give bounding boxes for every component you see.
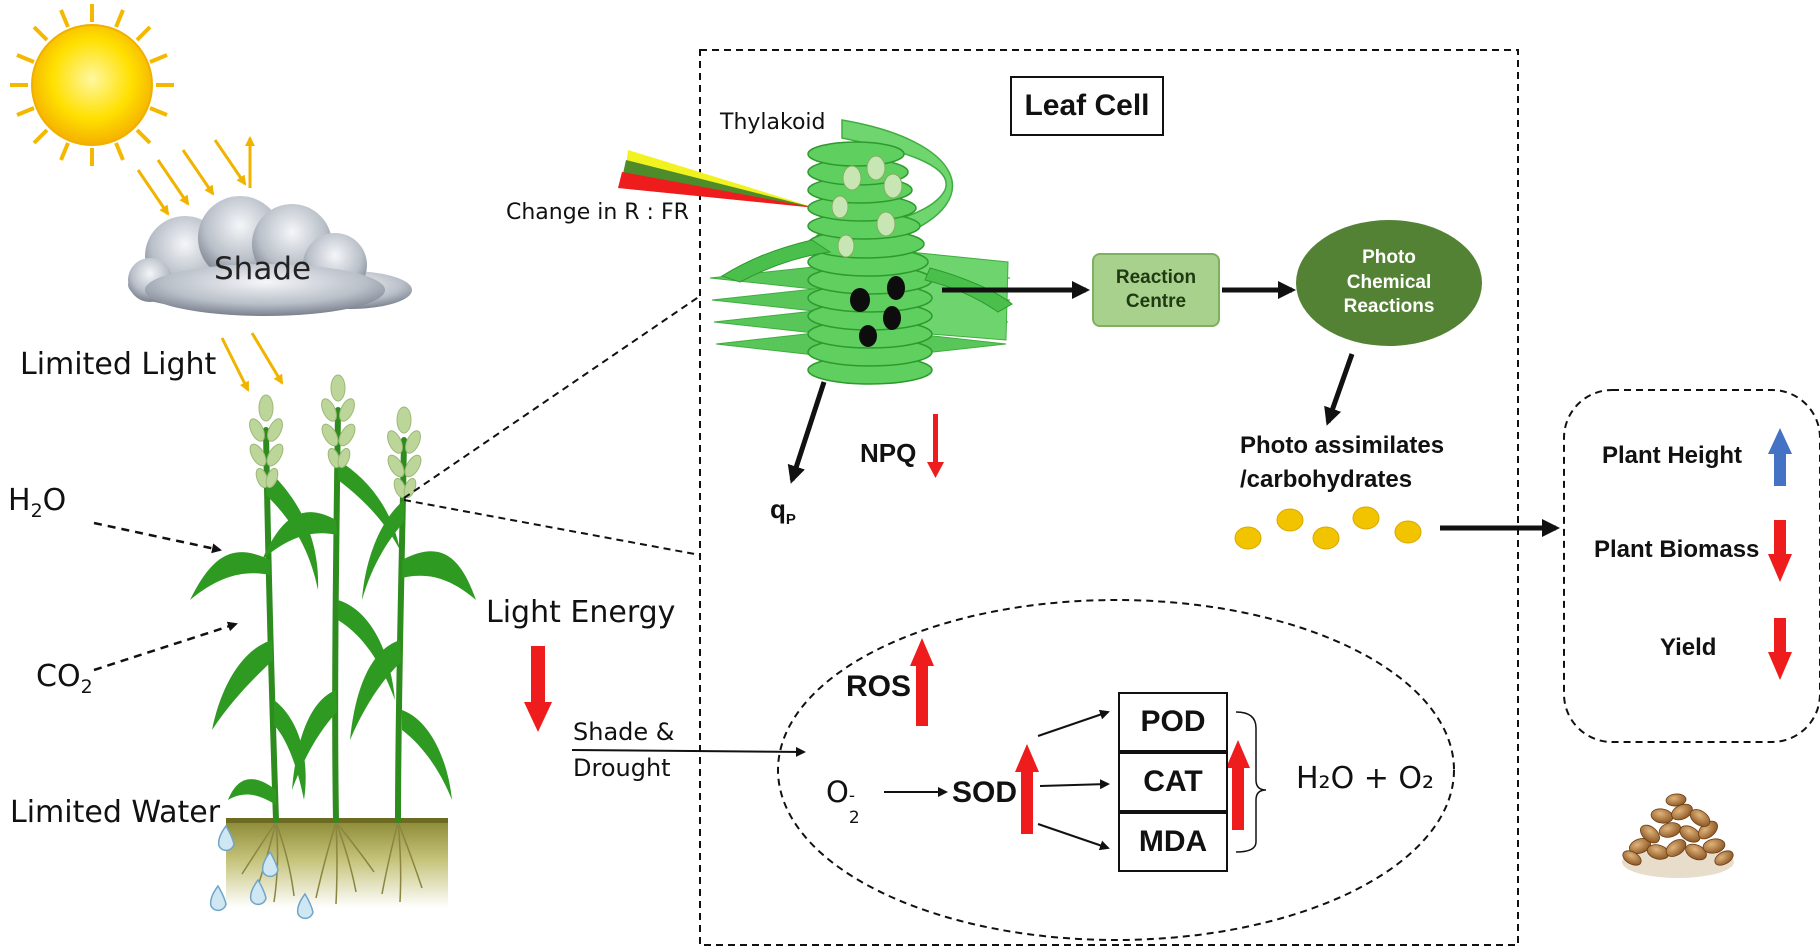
plant-biomass-down-arrow — [1768, 520, 1792, 582]
superoxide-label: O-2 — [826, 775, 861, 827]
shade-drought-label-2: Drought — [573, 754, 671, 782]
sod-up-arrow — [1015, 744, 1039, 834]
limited-light-label: Limited Light — [20, 347, 217, 382]
yield-label: Yield — [1660, 634, 1717, 661]
plant-height-up-arrow — [1768, 428, 1792, 486]
co2-base: CO — [36, 659, 81, 694]
results-box — [1563, 389, 1820, 743]
sun-icon — [10, 4, 174, 166]
pcr-line-2: Chemical — [1346, 271, 1432, 293]
qp-sub: P — [785, 511, 796, 529]
shade-drought-arrow — [571, 746, 806, 757]
yield-down-arrow — [1768, 618, 1792, 680]
photochemical-reactions-ellipse: Photo Chemical Reactions — [1296, 220, 1482, 346]
seed-head — [249, 394, 284, 489]
mda-box: MDA — [1118, 812, 1228, 872]
h2o-base: H — [8, 483, 31, 518]
wheat-grain-icon — [1622, 793, 1734, 878]
enzymes-up-arrow — [1226, 740, 1250, 830]
water-oxygen-product: H₂O + O₂ — [1296, 761, 1435, 796]
shade-label: Shade — [214, 251, 312, 287]
qp-base: q — [770, 494, 786, 524]
h2o-sub: 2 — [30, 500, 43, 522]
leaf-cell-box — [699, 49, 1519, 946]
seed-head — [387, 406, 422, 499]
light-energy-arrow — [524, 646, 552, 732]
change-rfr-label: Change in R : FR — [506, 200, 689, 225]
limited-water-label: Limited Water — [10, 795, 221, 830]
pcr-line-3: Reactions — [1343, 296, 1435, 318]
reaction-centre-line-2: Centre — [1125, 291, 1187, 312]
qp-label: qP — [770, 496, 796, 527]
assimilates-label-1: Photo assimilates — [1240, 432, 1445, 459]
h2o-label: H2O — [8, 486, 66, 521]
leaf-cell-title: Leaf Cell — [1010, 76, 1164, 136]
npq-down-arrow — [927, 414, 944, 478]
co2-label: CO2 — [36, 662, 93, 697]
light-energy-label: Light Energy — [486, 595, 676, 630]
assimilates-label-2: /carbohydrates — [1240, 466, 1413, 493]
cloud-icon — [128, 196, 412, 316]
ros-up-arrow — [910, 638, 934, 726]
h2o-tail: O — [42, 483, 67, 518]
water-drop-icon — [209, 824, 314, 920]
shade-drought-label-1: Shade & — [573, 718, 675, 746]
limited-light-arrows — [220, 332, 284, 392]
reaction-centre-line-1: Reaction — [1115, 267, 1197, 289]
enzymes-bracket — [1235, 711, 1267, 853]
light-spectrum-wedges — [618, 150, 816, 208]
assimilate-dots — [1234, 506, 1422, 550]
pod-box: POD — [1118, 692, 1228, 752]
thylakoid-icon — [709, 119, 1013, 385]
cat-box: CAT — [1118, 752, 1228, 812]
plant-height-label: Plant Height — [1602, 442, 1743, 469]
o2-base: O — [826, 775, 849, 809]
thylakoid-label: Thylakoid — [720, 110, 826, 135]
ros-ellipse — [777, 599, 1455, 941]
reaction-centre-box: Reaction Centre — [1092, 253, 1220, 327]
pcr-line-1: Photo — [1362, 246, 1416, 268]
sod-label: SOD — [952, 776, 1018, 809]
crop-plant-icon — [190, 374, 476, 908]
input-arrows — [93, 521, 238, 672]
o2-sub: 2 — [848, 808, 860, 828]
sunlight-arrows — [136, 136, 255, 216]
seed-head — [321, 374, 356, 469]
npq-label: NPQ — [860, 438, 917, 468]
plant-biomass-label: Plant Biomass — [1594, 536, 1760, 563]
zoom-lines — [403, 295, 701, 556]
ros-label: ROS — [846, 670, 912, 703]
sod-arrows — [884, 709, 1110, 851]
flow-arrows — [787, 281, 1560, 537]
o2-sup: - — [848, 786, 855, 806]
co2-sub: 2 — [80, 676, 93, 698]
